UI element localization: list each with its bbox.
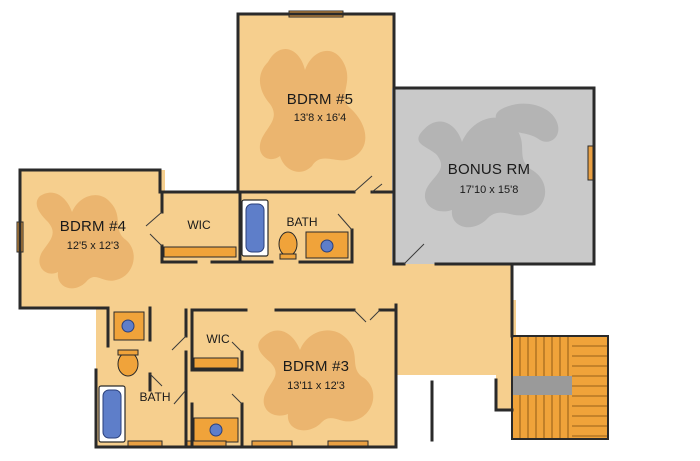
texture-bonus-2 (495, 103, 559, 142)
wall-bonus (392, 86, 596, 266)
sink-upper (320, 239, 334, 253)
toilet-lower-bowl (117, 351, 139, 377)
wall-stair-left (494, 378, 514, 412)
door-bdrm5-b (371, 183, 383, 193)
room-name-wic-lower: WIC (206, 332, 230, 346)
wall-bdrm3 (184, 303, 398, 449)
tub-upper-inner (245, 203, 265, 253)
toilet-upper-bowl (278, 231, 298, 257)
wall-wic-upper (160, 190, 242, 264)
stair-side-run (572, 336, 608, 439)
room-name-bdrm5: BDRM #5 (287, 91, 353, 108)
room-name-bdrm4: BDRM #4 (60, 218, 126, 235)
room-name-bdrm3: BDRM #3 (283, 358, 349, 375)
doors (145, 175, 425, 405)
fixtures (98, 199, 334, 443)
room-dims-bdrm4: 12'5 x 12'3 (67, 240, 120, 252)
tub-lower-inner (102, 389, 122, 439)
door-bdrm4 (145, 211, 163, 227)
wall-bath-lower-right (190, 402, 244, 449)
sink-lower-right (209, 423, 223, 437)
door-bdrm4-b (149, 233, 163, 247)
door-bdrm5 (353, 175, 373, 193)
door-bath-upper (337, 213, 353, 231)
door-wic-lower (231, 341, 243, 353)
labels: BDRM #5 13'8 x 16'4 BONUS RM 17'10 x 15'… (60, 91, 530, 404)
texture-bonus (418, 117, 546, 228)
room-dims-bdrm3: 13'11 x 12'3 (287, 380, 345, 392)
sink-lower-left (121, 319, 135, 333)
floor-texture (36, 48, 559, 431)
door-wic-lower-2 (231, 393, 243, 405)
stairs (511, 335, 609, 440)
wic-upper-shelf (163, 246, 237, 258)
door-bdrm3-b (369, 309, 381, 321)
room-name-bath-upper: BATH (286, 215, 317, 229)
wall-bdrm4 (18, 168, 162, 310)
wic-lower-shelf (193, 357, 239, 369)
door-bonus (403, 243, 425, 265)
room-name-bath-lower: BATH (139, 390, 170, 404)
stair-outline (511, 335, 609, 440)
room-dims-bdrm5: 13'8 x 16'4 (294, 112, 347, 124)
texture-bdrm5 (259, 48, 366, 172)
floor-hall-right (390, 255, 512, 375)
door-bath-lower-1 (171, 335, 187, 351)
room-name-wic-upper: WIC (187, 218, 211, 232)
walls (18, 12, 596, 449)
wall-bath-lower (94, 306, 188, 449)
wall-wic-lower (190, 308, 244, 372)
wall-bdrm5 (236, 12, 396, 192)
texture-bdrm3 (258, 330, 374, 431)
wall-bath-lower-inner (148, 306, 188, 449)
wall-bdrm4-right (160, 190, 242, 264)
wall-bonus-bottom (392, 86, 514, 266)
door-bath-lower-2 (149, 373, 163, 387)
room-name-bonus: BONUS RM (448, 161, 530, 178)
room-dims-bonus: 17'10 x 15'8 (460, 184, 519, 196)
door-bdrm3 (353, 309, 367, 323)
texture-bdrm4 (36, 192, 134, 289)
door-bath-lower-3 (173, 389, 187, 405)
wall-bath-upper-bottom (238, 228, 354, 264)
stair-landing-gray (512, 376, 572, 395)
toilet-lower-tank (117, 349, 139, 356)
toilet-upper-tank (279, 253, 297, 260)
